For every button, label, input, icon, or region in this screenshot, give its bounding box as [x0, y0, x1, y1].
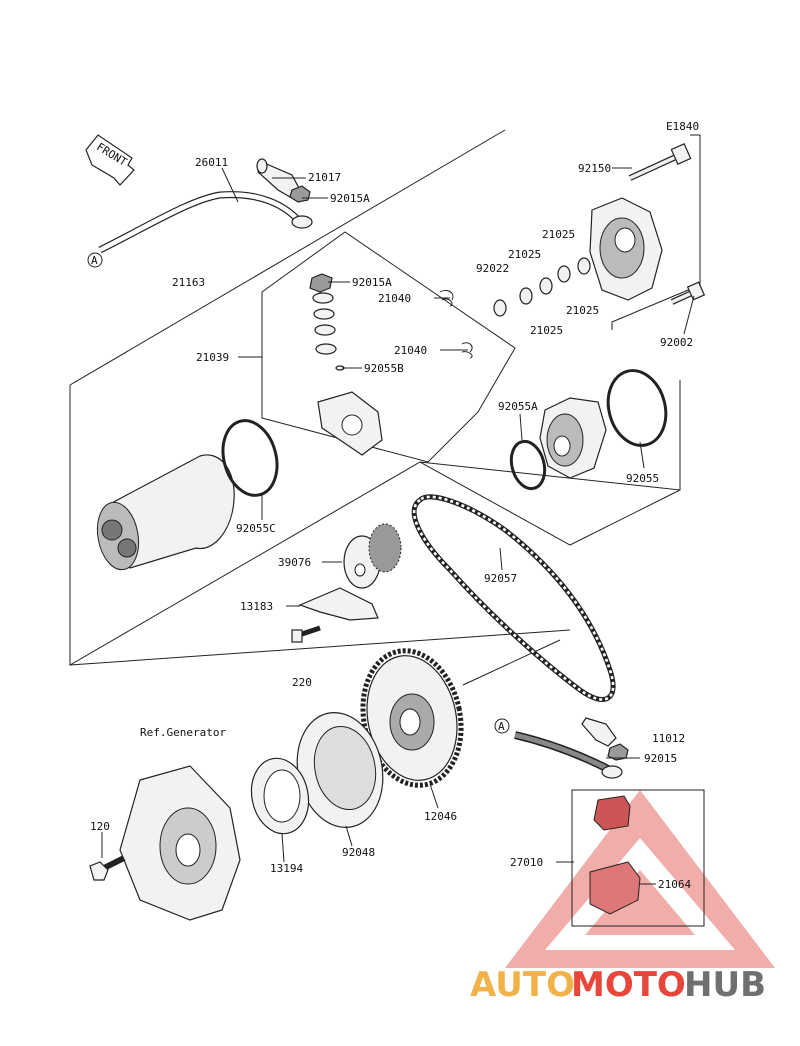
label-220: 220 — [292, 676, 312, 689]
watermark-logo: AUTO MOTO HUB — [470, 965, 766, 1005]
label-92055c: 92055C — [236, 522, 276, 535]
svg-text:A: A — [91, 254, 98, 267]
label-92015a-2: 92015A — [352, 276, 392, 289]
label-11012: 11012 — [652, 732, 685, 745]
brush-holder-parts — [309, 273, 473, 456]
label-92055a: 92055A — [498, 400, 538, 413]
label-92048: 92048 — [342, 846, 375, 859]
front-arrow-icon: FRONT — [85, 134, 135, 186]
label-21040-1: 21040 — [378, 292, 411, 305]
idle-gear-icon — [343, 523, 402, 589]
end-cover-icon — [589, 197, 663, 301]
label-21025-3: 21025 — [530, 324, 563, 337]
o-ring-92055 — [606, 369, 668, 447]
bolt-120-icon — [89, 855, 126, 881]
label-21025-2: 21025 — [508, 248, 541, 261]
sprocket-icon — [360, 648, 464, 788]
label-92055: 92055 — [626, 472, 659, 485]
bracket-icon — [291, 587, 379, 643]
label-92022: 92022 — [476, 262, 509, 275]
o-ring-92055c — [221, 419, 279, 497]
connector-a-badge — [87, 252, 103, 268]
mount-bolt-icon — [670, 281, 706, 305]
relay-cap-icon — [581, 717, 617, 747]
starter-relay-box — [571, 789, 705, 927]
label-13194: 13194 — [270, 862, 303, 875]
diagram-code: E1840 — [666, 120, 699, 133]
label-92015a-1: 92015A — [330, 192, 370, 205]
clutch-housing-icon — [296, 711, 384, 829]
ref-generator-label: Ref.Generator — [140, 726, 226, 739]
generator-rotor-icon — [119, 765, 241, 921]
one-way-clutch-icon — [250, 757, 310, 835]
label-26011: 26011 — [195, 156, 228, 169]
label-21163: 21163 — [172, 276, 205, 289]
label-21064: 21064 — [658, 878, 691, 891]
svg-text:A: A — [498, 720, 505, 733]
label-92015: 92015 — [644, 752, 677, 765]
starter-relay-icon — [589, 795, 641, 915]
chain-icon — [411, 494, 616, 702]
label-21039: 21039 — [196, 351, 229, 364]
label-21025-4: 21025 — [566, 304, 599, 317]
label-92002: 92002 — [660, 336, 693, 349]
label-21025-1: 21025 — [542, 228, 575, 241]
label-21040-2: 21040 — [394, 344, 427, 357]
washer-stack — [493, 257, 591, 317]
label-21017: 21017 — [308, 171, 341, 184]
label-12046: 12046 — [424, 810, 457, 823]
label-92150: 92150 — [578, 162, 611, 175]
long-bolt-icon — [628, 143, 692, 181]
part-labels: E1840 26011 21017 92015A 92015A 21040 21… — [90, 120, 699, 891]
front-cover-icon — [539, 397, 607, 479]
label-120: 120 — [90, 820, 110, 833]
starter-motor-icon — [96, 454, 235, 571]
label-92057: 92057 — [484, 572, 517, 585]
label-13183: 13183 — [240, 600, 273, 613]
svg-text:HUB: HUB — [684, 965, 766, 1005]
label-39076: 39076 — [278, 556, 311, 569]
svg-text:MOTO: MOTO — [571, 965, 686, 1005]
label-27010: 27010 — [510, 856, 543, 869]
label-92055b: 92055B — [364, 362, 404, 375]
o-ring-92055a — [509, 439, 547, 491]
svg-text:AUTO: AUTO — [470, 965, 575, 1005]
